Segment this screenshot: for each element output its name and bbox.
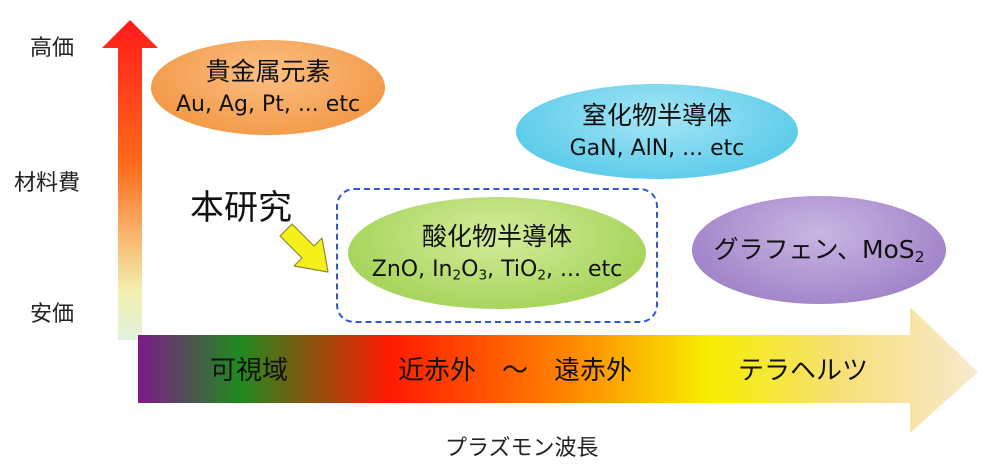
wavelength-axis-arrow [138,307,978,433]
y-axis-label: 材料費 [14,171,81,196]
graphene-title-sub: 2 [914,247,925,266]
cost-axis-arrow [102,20,158,340]
node-noble-metals: 貴金属元素 Au, Ag, Pt, ... etc [151,40,385,135]
node-noble-metals-examples: Au, Ag, Pt, ... etc [175,91,361,117]
y-axis-bottom-label: 安価 [30,302,75,327]
node-graphene-title: グラフェン、MoS2 [713,234,924,266]
y-axis-top-label: 高価 [30,36,75,61]
oxide-ex-sub2: 3 [478,267,488,284]
oxide-ex-a: ZnO, In [371,257,453,282]
band-label-terahertz: テラヘルツ [738,356,869,386]
this-study-label: 本研究 [190,188,292,228]
node-oxide-examples: ZnO, In2O3, TiO2, ... etc [372,255,623,285]
x-axis-label: プラズモン波長 [445,436,599,461]
callout-arrow [279,223,329,273]
oxide-ex-b: O [461,257,479,282]
oxide-ex-sub1: 2 [452,267,462,284]
node-graphene-mos2: グラフェン、MoS2 [692,196,946,304]
band-label-infrared: 近赤外 ～ 遠赤外 [398,356,633,386]
oxide-ex-sub3: 2 [537,267,547,284]
graphene-title-text: グラフェン、MoS [713,235,915,264]
oxide-ex-c: , TiO [487,257,538,282]
band-label-visible: 可視域 [210,356,289,386]
node-nitride-examples: GaN, AlN, ... etc [569,135,745,161]
node-oxide-title: 酸化物半導体 [421,222,572,251]
node-nitride-semiconductors: 窒化物半導体 GaN, AlN, ... etc [516,84,798,179]
node-nitride-title: 窒化物半導体 [581,100,732,130]
node-oxide-semiconductors: 酸化物半導体 ZnO, In2O3, TiO2, ... etc [348,197,646,309]
node-noble-metals-title: 貴金属元素 [205,56,331,86]
oxide-ex-d: , ... etc [546,257,623,282]
this-study-highlight-box [336,188,658,323]
